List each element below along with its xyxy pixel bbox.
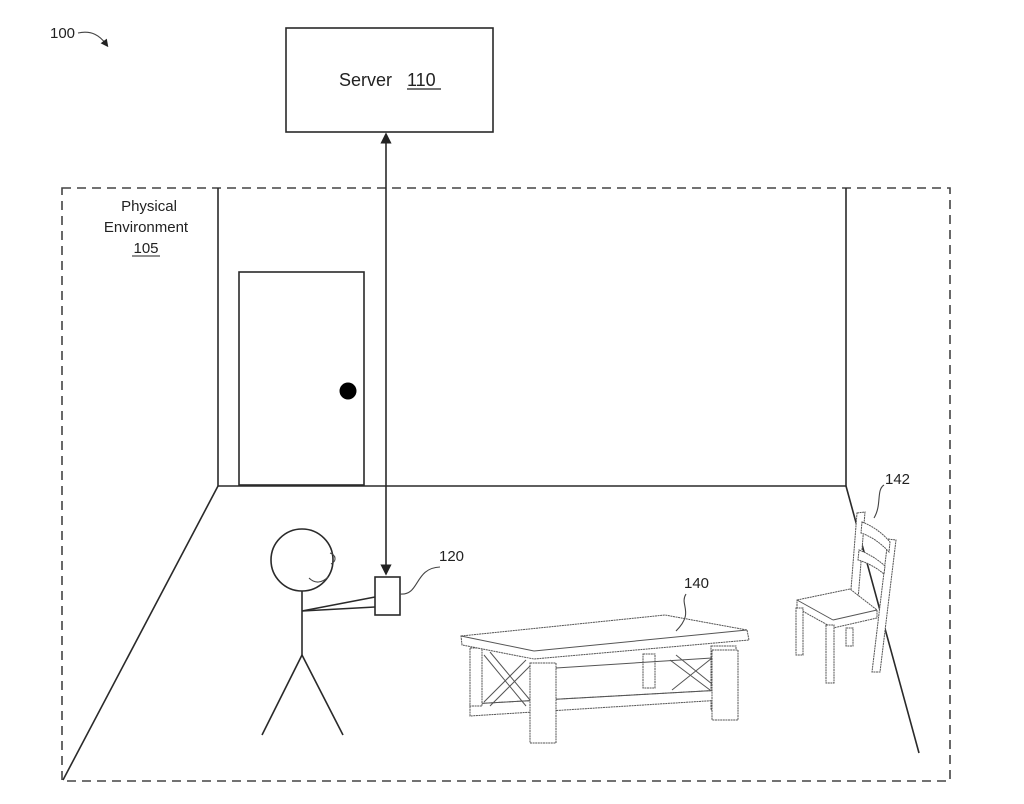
table-top-edge-left — [460, 635, 535, 652]
coffee-table: 140 — [460, 575, 750, 744]
table-shelf-back — [469, 689, 724, 705]
person-arm-lower — [301, 606, 376, 612]
person-smile — [308, 576, 329, 583]
door-knob — [339, 382, 357, 400]
server-node: Server 110 — [285, 27, 494, 133]
chair-seat-edge-front — [832, 609, 878, 621]
chair-leader-line — [873, 484, 885, 519]
chair-leg-front-left — [795, 607, 804, 656]
person-leg-right — [301, 654, 344, 736]
person-eye — [329, 552, 336, 565]
figure-reference: 100 — [50, 25, 109, 48]
person-leg-left — [261, 654, 303, 736]
table-x-brace-left — [483, 651, 531, 707]
chair-seat — [796, 588, 878, 629]
chair-seat-edge — [796, 599, 834, 621]
table-leg-front-right — [711, 649, 739, 721]
physical-environment-boundary — [61, 187, 951, 782]
device-body — [374, 576, 401, 616]
table-leg-front-left-side — [469, 647, 483, 707]
server-ref: 110 — [407, 70, 436, 90]
server-box — [285, 27, 494, 133]
door-panel — [238, 271, 365, 486]
room — [62, 188, 920, 781]
table-top-edge-front — [533, 629, 748, 652]
environment-label: Physical Environment 105 — [104, 198, 189, 257]
table-leader-line — [675, 593, 687, 632]
chair-back-post-right — [871, 538, 897, 673]
table-top — [460, 614, 750, 660]
chair: 142 — [795, 471, 910, 684]
chair-leg-front-right — [825, 624, 835, 684]
device-ref: 120 — [439, 548, 464, 565]
door — [238, 271, 365, 486]
device: 120 — [374, 548, 464, 616]
device-leader-line — [399, 566, 441, 595]
chair-leg-back — [845, 627, 854, 647]
table-apron — [555, 657, 713, 669]
table-shelf-front — [469, 689, 723, 717]
environment-line2: Environment — [104, 219, 189, 236]
table-ref: 140 — [684, 575, 709, 592]
chair-ref: 142 — [885, 471, 910, 488]
figure-ref-arrow — [77, 31, 109, 48]
person-arm-upper — [301, 596, 376, 612]
server-label: Server — [339, 70, 392, 90]
environment-ref: 105 — [133, 240, 158, 257]
chair-top-rail — [860, 521, 891, 554]
table-leg-back-left — [642, 653, 656, 689]
user-figure — [261, 528, 376, 736]
environment-line1: Physical — [121, 198, 177, 215]
chair-mid-rail — [857, 549, 886, 575]
person-head — [270, 528, 334, 592]
floor-left-edge — [62, 485, 219, 781]
figure-ref-label: 100 — [50, 25, 75, 42]
table-leg-front-left — [529, 662, 557, 744]
